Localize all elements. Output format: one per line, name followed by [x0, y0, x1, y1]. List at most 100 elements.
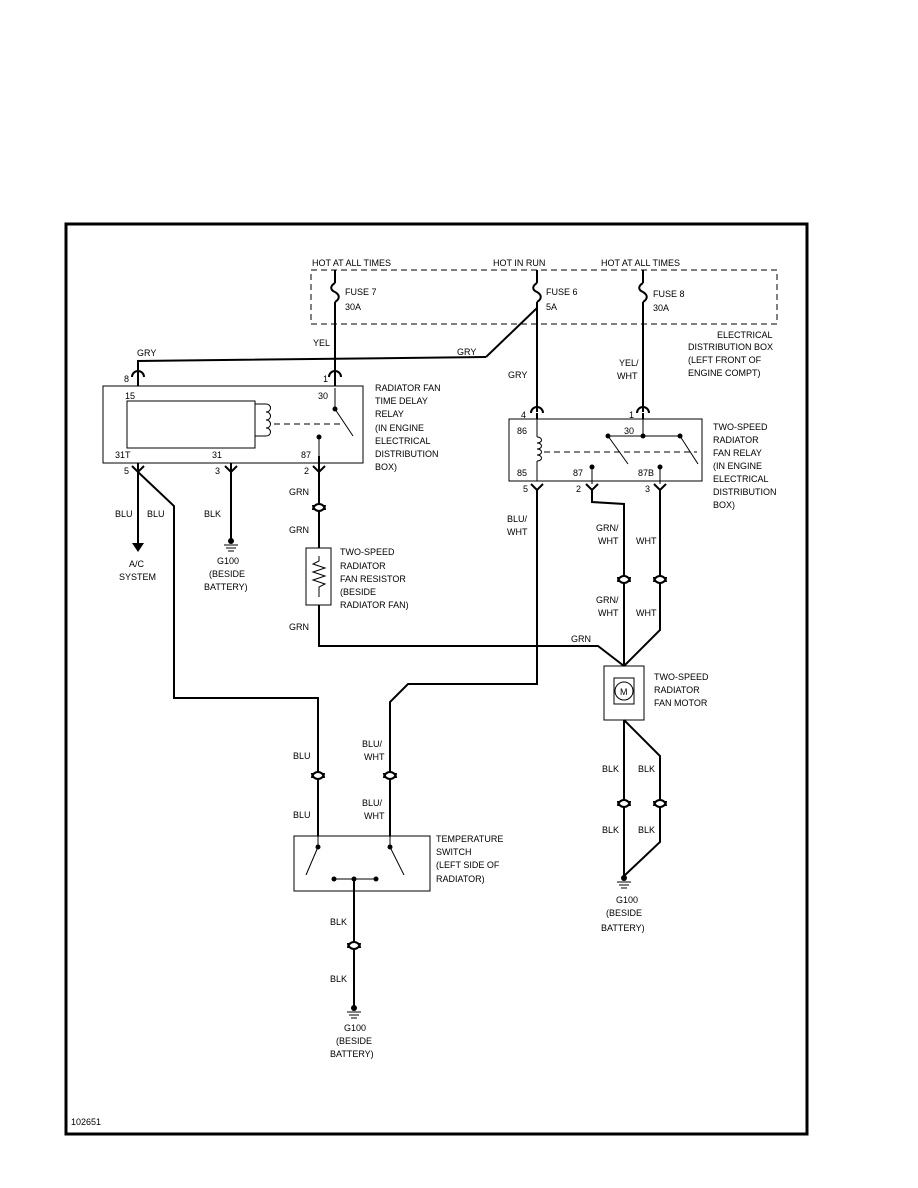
- wire-label-yel: YEL: [313, 338, 330, 348]
- distribution-box-label-2: DISTRIBUTION BOX: [688, 342, 773, 352]
- distribution-box-label-1: ELECTRICAL: [717, 330, 773, 340]
- tdr-label-2: TIME DELAY: [375, 396, 428, 406]
- ground-2-line2: (BESIDE: [606, 908, 642, 918]
- fan-resistor-zigzag: [311, 556, 327, 597]
- source-label-left: HOT AT ALL TIMES: [312, 258, 391, 268]
- tsr-pin-85: 85: [517, 468, 527, 478]
- wire-label-grn-2: GRN: [289, 525, 309, 535]
- temp-switch-label-4: RADIATOR): [436, 874, 485, 884]
- ground-2-id: G100: [616, 895, 638, 905]
- resistor-label-2: RADIATOR: [340, 561, 386, 571]
- tsr-pin-3: 3: [645, 484, 650, 494]
- tdr-pin-5: 5: [124, 466, 129, 476]
- ac-system-label-1: A/C: [129, 559, 145, 569]
- wire-label-blu-a: BLU: [115, 509, 133, 519]
- resistor-label-3: FAN RESISTOR: [340, 574, 406, 584]
- wire-label-yel-wht-2: WHT: [617, 371, 638, 381]
- tdr-pin-2: 2: [304, 466, 309, 476]
- tdr-pin-31: 31: [212, 450, 222, 460]
- wire-label-blk-6: BLK: [330, 974, 347, 984]
- wire-grn-to-motor: [318, 605, 625, 667]
- motor-label-3: FAN MOTOR: [654, 698, 708, 708]
- fan-motor-symbol: M: [620, 687, 628, 697]
- fuse-6-label: FUSE 6: [546, 287, 578, 297]
- tdr-label-4: (IN ENGINE: [375, 423, 424, 433]
- ac-system-label-2: SYSTEM: [119, 572, 156, 582]
- time-delay-relay-switch: [334, 408, 354, 437]
- wire-gry-top: [137, 356, 487, 380]
- tdr-label-6: DISTRIBUTION: [375, 449, 439, 459]
- resistor-label-4: (BESIDE: [340, 587, 376, 597]
- ground-symbol-3: [347, 1005, 361, 1019]
- tsr-label-2: RADIATOR: [713, 435, 759, 445]
- fuse-8-rating: 30A: [653, 303, 669, 313]
- tdr-label-3: RELAY: [375, 409, 404, 419]
- tsr-pin-86: 86: [517, 426, 527, 436]
- wire-label-wht-2: WHT: [636, 608, 657, 618]
- tsr-pin-87: 87: [573, 468, 583, 478]
- fuse-7-symbol: [330, 282, 340, 303]
- wire-label-blk-4: BLK: [638, 825, 655, 835]
- wire-label-blk-3: BLK: [602, 825, 619, 835]
- wire-label-blk-relay: BLK: [204, 509, 221, 519]
- wire-label-blu-wht-3b: WHT: [364, 811, 385, 821]
- fuse-7-rating: 30A: [345, 302, 361, 312]
- wire-label-gry-mid: GRY: [457, 347, 476, 357]
- wire-label-grn-wht-2a: GRN/: [596, 595, 619, 605]
- tsr-label-7: BOX): [713, 500, 735, 510]
- wire-blu-temp-switch: [137, 471, 319, 772]
- wire-label-grn-wht-2b: WHT: [598, 608, 619, 618]
- two-speed-relay-coil: [536, 436, 542, 462]
- wire-label-gry-top: GRY: [137, 348, 156, 358]
- two-speed-relay-switch-1: [607, 435, 629, 465]
- motor-label-2: RADIATOR: [654, 685, 700, 695]
- tdr-pin-1: 1: [323, 374, 328, 384]
- wire-label-blk-1: BLK: [602, 764, 619, 774]
- tsr-label-5: ELECTRICAL: [713, 474, 769, 484]
- tdr-pin-87: 87: [301, 450, 311, 460]
- tdr-pin-15: 15: [125, 391, 135, 401]
- ground-1-line2: (BESIDE: [209, 569, 245, 579]
- time-delay-relay-coil: [255, 403, 271, 437]
- ground-1-line3: BATTERY): [204, 582, 248, 592]
- tdr-pin-8: 8: [124, 374, 129, 384]
- tsr-label-6: DISTRIBUTION: [713, 487, 777, 497]
- tdr-pin-3: 3: [215, 466, 220, 476]
- distribution-box-outline: [310, 269, 778, 325]
- wire-label-blu-up: BLU: [293, 751, 311, 761]
- wire-label-grn-1: GRN: [289, 487, 309, 497]
- wire-label-grn-3: GRN: [289, 622, 309, 632]
- tdr-pin-31t: 31T: [115, 450, 131, 460]
- temp-switch-contact-1: [305, 846, 319, 876]
- tdr-label-7: BOX): [375, 462, 397, 472]
- ground-symbol-2: [617, 875, 631, 889]
- fuse-6-symbol: [532, 282, 542, 303]
- time-delay-relay-box: [102, 385, 364, 464]
- ground-2-line3: BATTERY): [601, 923, 645, 933]
- two-speed-relay-switch-2: [679, 435, 699, 465]
- wire-label-blu-wht-3a: BLU/: [362, 798, 383, 808]
- distribution-box-label-4: ENGINE COMPT): [688, 368, 761, 378]
- two-speed-relay-box: [508, 418, 703, 482]
- wire-label-grn-wht-1a: GRN/: [596, 523, 619, 533]
- wire-wht-motor: [623, 582, 661, 667]
- wire-label-blu-wht-2b: WHT: [364, 752, 385, 762]
- tsr-pin-30: 30: [624, 426, 634, 436]
- tdr-label-1: RADIATOR FAN: [375, 383, 441, 393]
- ground-3-line3: BATTERY): [330, 1049, 374, 1059]
- source-label-right: HOT AT ALL TIMES: [601, 258, 680, 268]
- wire-label-blk-2: BLK: [638, 764, 655, 774]
- source-label-run: HOT IN RUN: [493, 258, 545, 268]
- wire-blk-motor-2: [623, 806, 661, 877]
- ground-1-id: G100: [217, 556, 239, 566]
- tsr-label-3: FAN RELAY: [713, 448, 762, 458]
- fan-motor-body: [613, 677, 635, 705]
- wire-label-yel-wht-1: YEL/: [619, 358, 639, 368]
- wire-label-grn-4: GRN: [571, 634, 591, 644]
- fuse-6-rating: 5A: [546, 302, 557, 312]
- ground-3-id: G100: [344, 1023, 366, 1033]
- wire-label-blu-wht-1a: BLU/: [507, 514, 528, 524]
- ground-3-line2: (BESIDE: [336, 1036, 372, 1046]
- wire-label-blu-b: BLU: [147, 509, 165, 519]
